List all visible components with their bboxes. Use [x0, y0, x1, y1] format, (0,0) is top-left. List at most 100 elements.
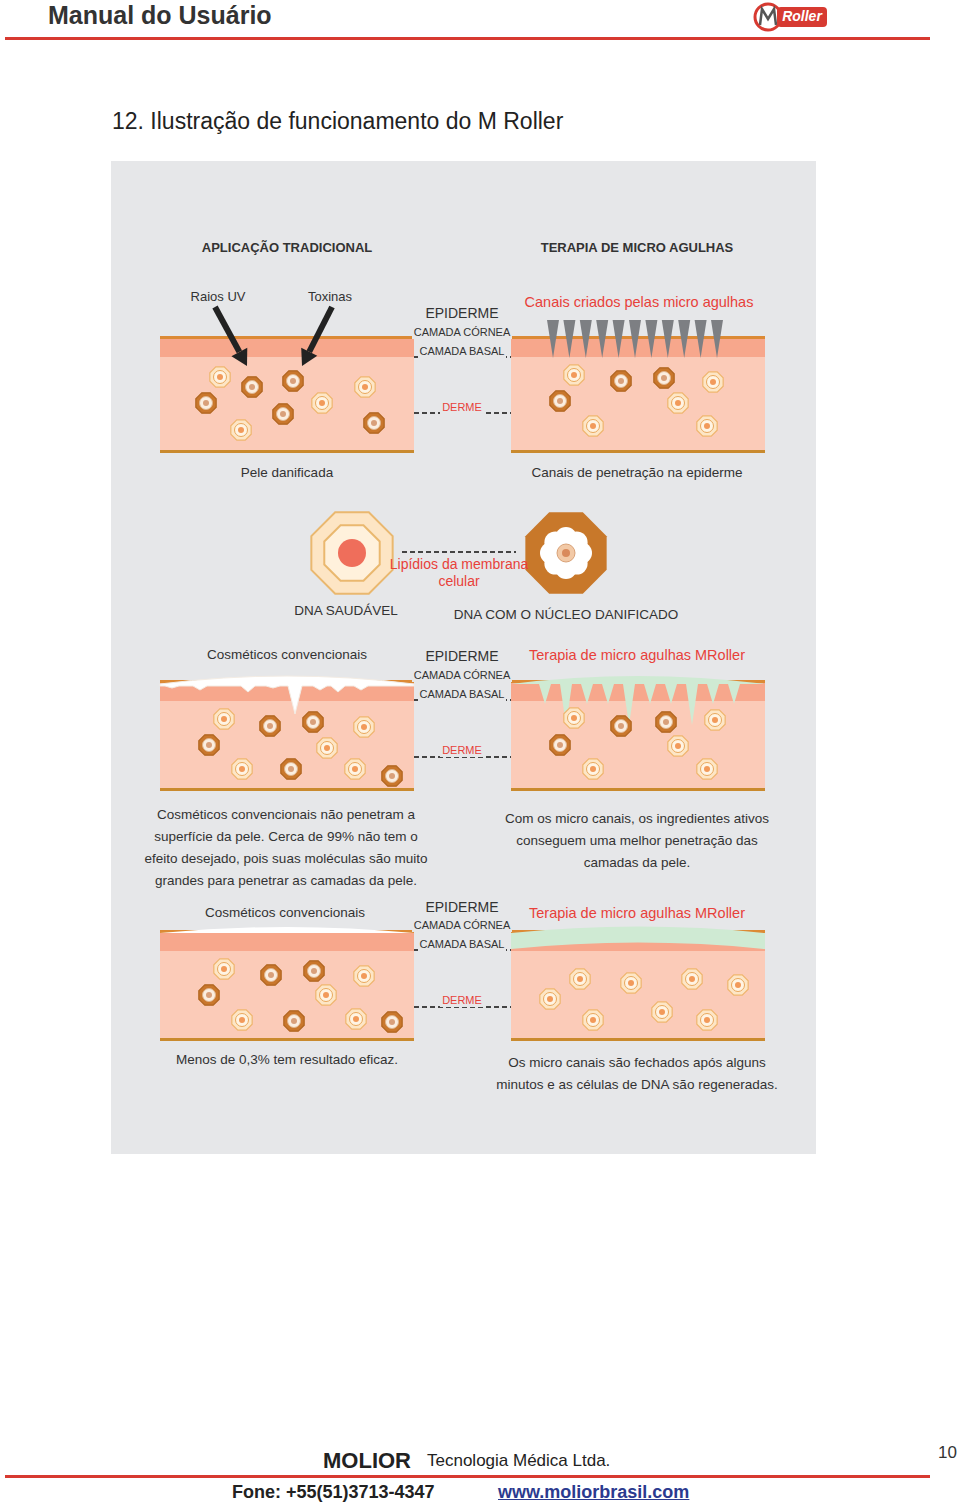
mroller-serum — [511, 676, 765, 725]
cell-nucleus — [218, 963, 231, 976]
cell-membrane — [317, 738, 337, 758]
red-caption: Canais criados pelas micro agulhas — [489, 294, 789, 311]
cell-membrane — [583, 416, 603, 436]
cell-nucleus — [200, 397, 213, 410]
cell-nucleus — [707, 376, 720, 389]
damaged-cell — [303, 712, 323, 732]
damaged-cell — [199, 735, 219, 755]
cell-membrane — [242, 377, 262, 397]
cell-nucleus — [320, 989, 333, 1002]
layer-label: EPIDERME — [423, 648, 500, 665]
cell-membrane — [697, 1010, 717, 1030]
layer-label: CAMADA CÓRNEA — [412, 919, 513, 932]
cell-core — [571, 372, 577, 378]
cell-membrane — [232, 759, 252, 779]
damaged-cell — [611, 371, 631, 391]
cell-nucleus — [308, 965, 321, 978]
cell-core — [267, 723, 273, 729]
cell-nucleus — [203, 989, 216, 1002]
cell-nucleus — [656, 1006, 669, 1019]
cell-core — [735, 982, 741, 988]
cell-membrane — [196, 393, 216, 413]
cell-core — [712, 717, 718, 723]
healthy-cell — [652, 1002, 672, 1022]
damaged-cell — [273, 404, 293, 424]
cell-core — [221, 716, 227, 722]
cell-core — [618, 723, 624, 729]
cell-core — [557, 398, 563, 404]
healthy-cell — [354, 717, 374, 737]
cell-core — [268, 972, 274, 978]
cell-membrane — [303, 712, 323, 732]
cell-nucleus — [359, 381, 372, 394]
cell-core — [319, 400, 325, 406]
cell-nucleus — [350, 1013, 363, 1026]
panel-heading: Cosméticos convencionais — [155, 905, 415, 921]
cell-core — [704, 766, 710, 772]
cell-membrane — [283, 371, 303, 391]
red-caption: Lipídios da membrana celular — [389, 556, 529, 590]
cell-nucleus — [277, 408, 290, 421]
cell-membrane — [214, 959, 234, 979]
cell-nucleus — [701, 1014, 714, 1027]
layer-label: CAMADA CÓRNEA — [412, 326, 513, 339]
micro-needle — [645, 320, 657, 358]
healthy-cell — [354, 966, 374, 986]
derme-layer — [160, 337, 414, 452]
damaged-cell — [382, 1012, 402, 1032]
cell-membrane — [273, 404, 293, 424]
cell-membrane — [304, 961, 324, 981]
cell-membrane — [281, 759, 301, 779]
healthy-cell — [682, 969, 702, 989]
conventional-cosmetic — [160, 927, 414, 933]
cell-membrane — [316, 985, 336, 1005]
derme-layer — [511, 681, 765, 790]
cell-membrane — [668, 393, 688, 413]
cell-membrane — [214, 709, 234, 729]
cell-core — [659, 1009, 665, 1015]
page-title: 12. Ilustração de funcionamento do M Rol… — [112, 108, 563, 136]
page-number: 10 — [938, 1443, 957, 1463]
cell-core — [280, 411, 286, 417]
panel-caption: Os micro canais são fechados após alguns… — [487, 1052, 787, 1096]
damaged-cell — [242, 377, 262, 397]
skin-section — [511, 930, 765, 1041]
cell-core — [663, 719, 669, 725]
illustration-panel — [111, 161, 816, 1154]
cell-nucleus — [368, 417, 381, 430]
cell-nucleus — [349, 763, 362, 776]
damaged-cell — [654, 368, 674, 388]
healthy-cell — [703, 372, 723, 392]
damaged-cell — [281, 759, 301, 779]
arrow-label: Raios UV — [168, 289, 268, 305]
cell-caption: DNA COM O NÚCLEO DANIFICADO — [406, 607, 726, 623]
cell-nucleus — [568, 369, 581, 382]
micro-needle — [711, 320, 723, 358]
epiderme-layer — [160, 337, 414, 357]
cell-membrane — [682, 969, 702, 989]
cell-core — [362, 384, 368, 390]
cell-core — [221, 966, 227, 972]
healthy-cell — [317, 738, 337, 758]
cell-membrane — [199, 985, 219, 1005]
skin-section — [511, 680, 765, 791]
cell-nucleus — [554, 739, 567, 752]
healthy-cell — [697, 1010, 717, 1030]
cell-core — [590, 1017, 596, 1023]
phone-number: Fone: +55(51)3713-4347 — [232, 1482, 435, 1504]
layer-label: CAMADA BASAL — [418, 345, 507, 358]
cell-nucleus — [235, 424, 248, 437]
cell-nucleus — [236, 1014, 249, 1027]
damaged-dna-nucleus — [557, 544, 575, 562]
skin-bottom-line — [160, 1038, 414, 1041]
skin-section — [160, 680, 414, 791]
healthy-cell — [540, 989, 560, 1009]
cell-membrane — [656, 712, 676, 732]
cell-nucleus — [709, 714, 722, 727]
cell-nucleus — [625, 977, 638, 990]
cell-core — [206, 742, 212, 748]
cell-membrane — [382, 1012, 402, 1032]
healthy-cell — [316, 985, 336, 1005]
cell-nucleus — [574, 973, 587, 986]
healthy-cell — [312, 393, 332, 413]
